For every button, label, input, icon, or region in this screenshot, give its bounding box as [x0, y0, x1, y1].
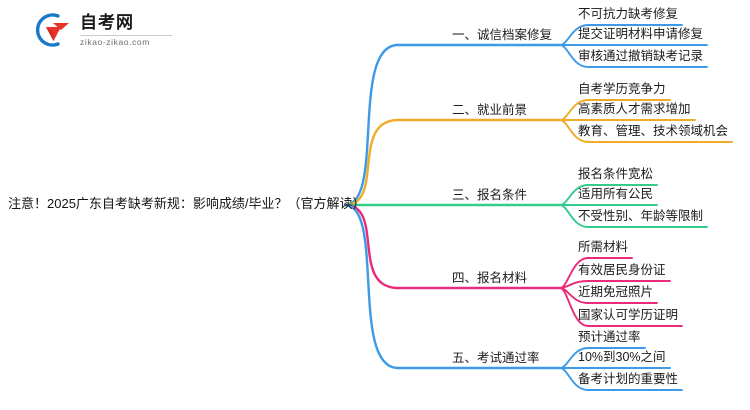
branch-node-label: 四、报名材料	[452, 271, 528, 285]
connector-curve	[343, 43, 400, 207]
leaf-node-label: 不可抗力缺考修复	[578, 7, 679, 21]
site-logo: 自考网 zikao-zikao.com	[28, 8, 178, 52]
connector-curve	[559, 204, 589, 228]
leaf-node-label: 国家认可学历证明	[578, 308, 679, 322]
leaf-node-label: 适用所有公民	[578, 187, 654, 201]
leaf-node-label: 备考计划的重要性	[578, 372, 679, 386]
leaf-node-label: 自考学历竞争力	[578, 82, 666, 96]
connector-curve	[559, 44, 589, 68]
leaf-node-label: 不受性别、年龄等限制	[578, 209, 704, 223]
connector-curve	[343, 118, 400, 207]
branch-node-label: 一、诚信档案修复	[452, 28, 553, 42]
connector-curve	[559, 119, 589, 143]
branch-node-label: 二、就业前景	[452, 103, 528, 117]
branch-node-label: 五、考试通过率	[452, 351, 540, 365]
logo-text-block: 自考网 zikao-zikao.com	[80, 13, 172, 46]
leaf-node-label: 10%到30%之间	[578, 350, 666, 364]
branch-node-label: 三、报名条件	[452, 188, 528, 202]
leaf-node-label: 近期免冠照片	[578, 285, 654, 299]
logo-url: zikao-zikao.com	[80, 37, 150, 48]
connector-curve	[343, 203, 400, 370]
leaf-node-label: 审核通过撤销缺考记录	[578, 49, 704, 63]
logo-name: 自考网	[80, 13, 134, 34]
leaf-node-label: 高素质人才需求增加	[578, 102, 691, 116]
leaf-node-label: 有效居民身份证	[578, 263, 666, 277]
leaf-node-label: 预计通过率	[578, 330, 641, 344]
connector-curve	[559, 287, 589, 327]
connector-curve	[343, 203, 400, 290]
logo-divider	[80, 35, 172, 37]
leaf-node-label: 提交证明材料申请修复	[578, 27, 704, 41]
leaf-node-label: 报名条件宽松	[578, 167, 654, 181]
connector-curve	[559, 367, 589, 391]
root-node-label: 注意！2025广东自考缺考新规：影响成绩/毕业？（官方解读）	[8, 196, 366, 211]
graduation-cap-icon	[28, 10, 72, 50]
leaf-node-label: 教育、管理、技术领域机会	[578, 124, 729, 138]
leaf-node-label: 所需材料	[578, 240, 629, 254]
